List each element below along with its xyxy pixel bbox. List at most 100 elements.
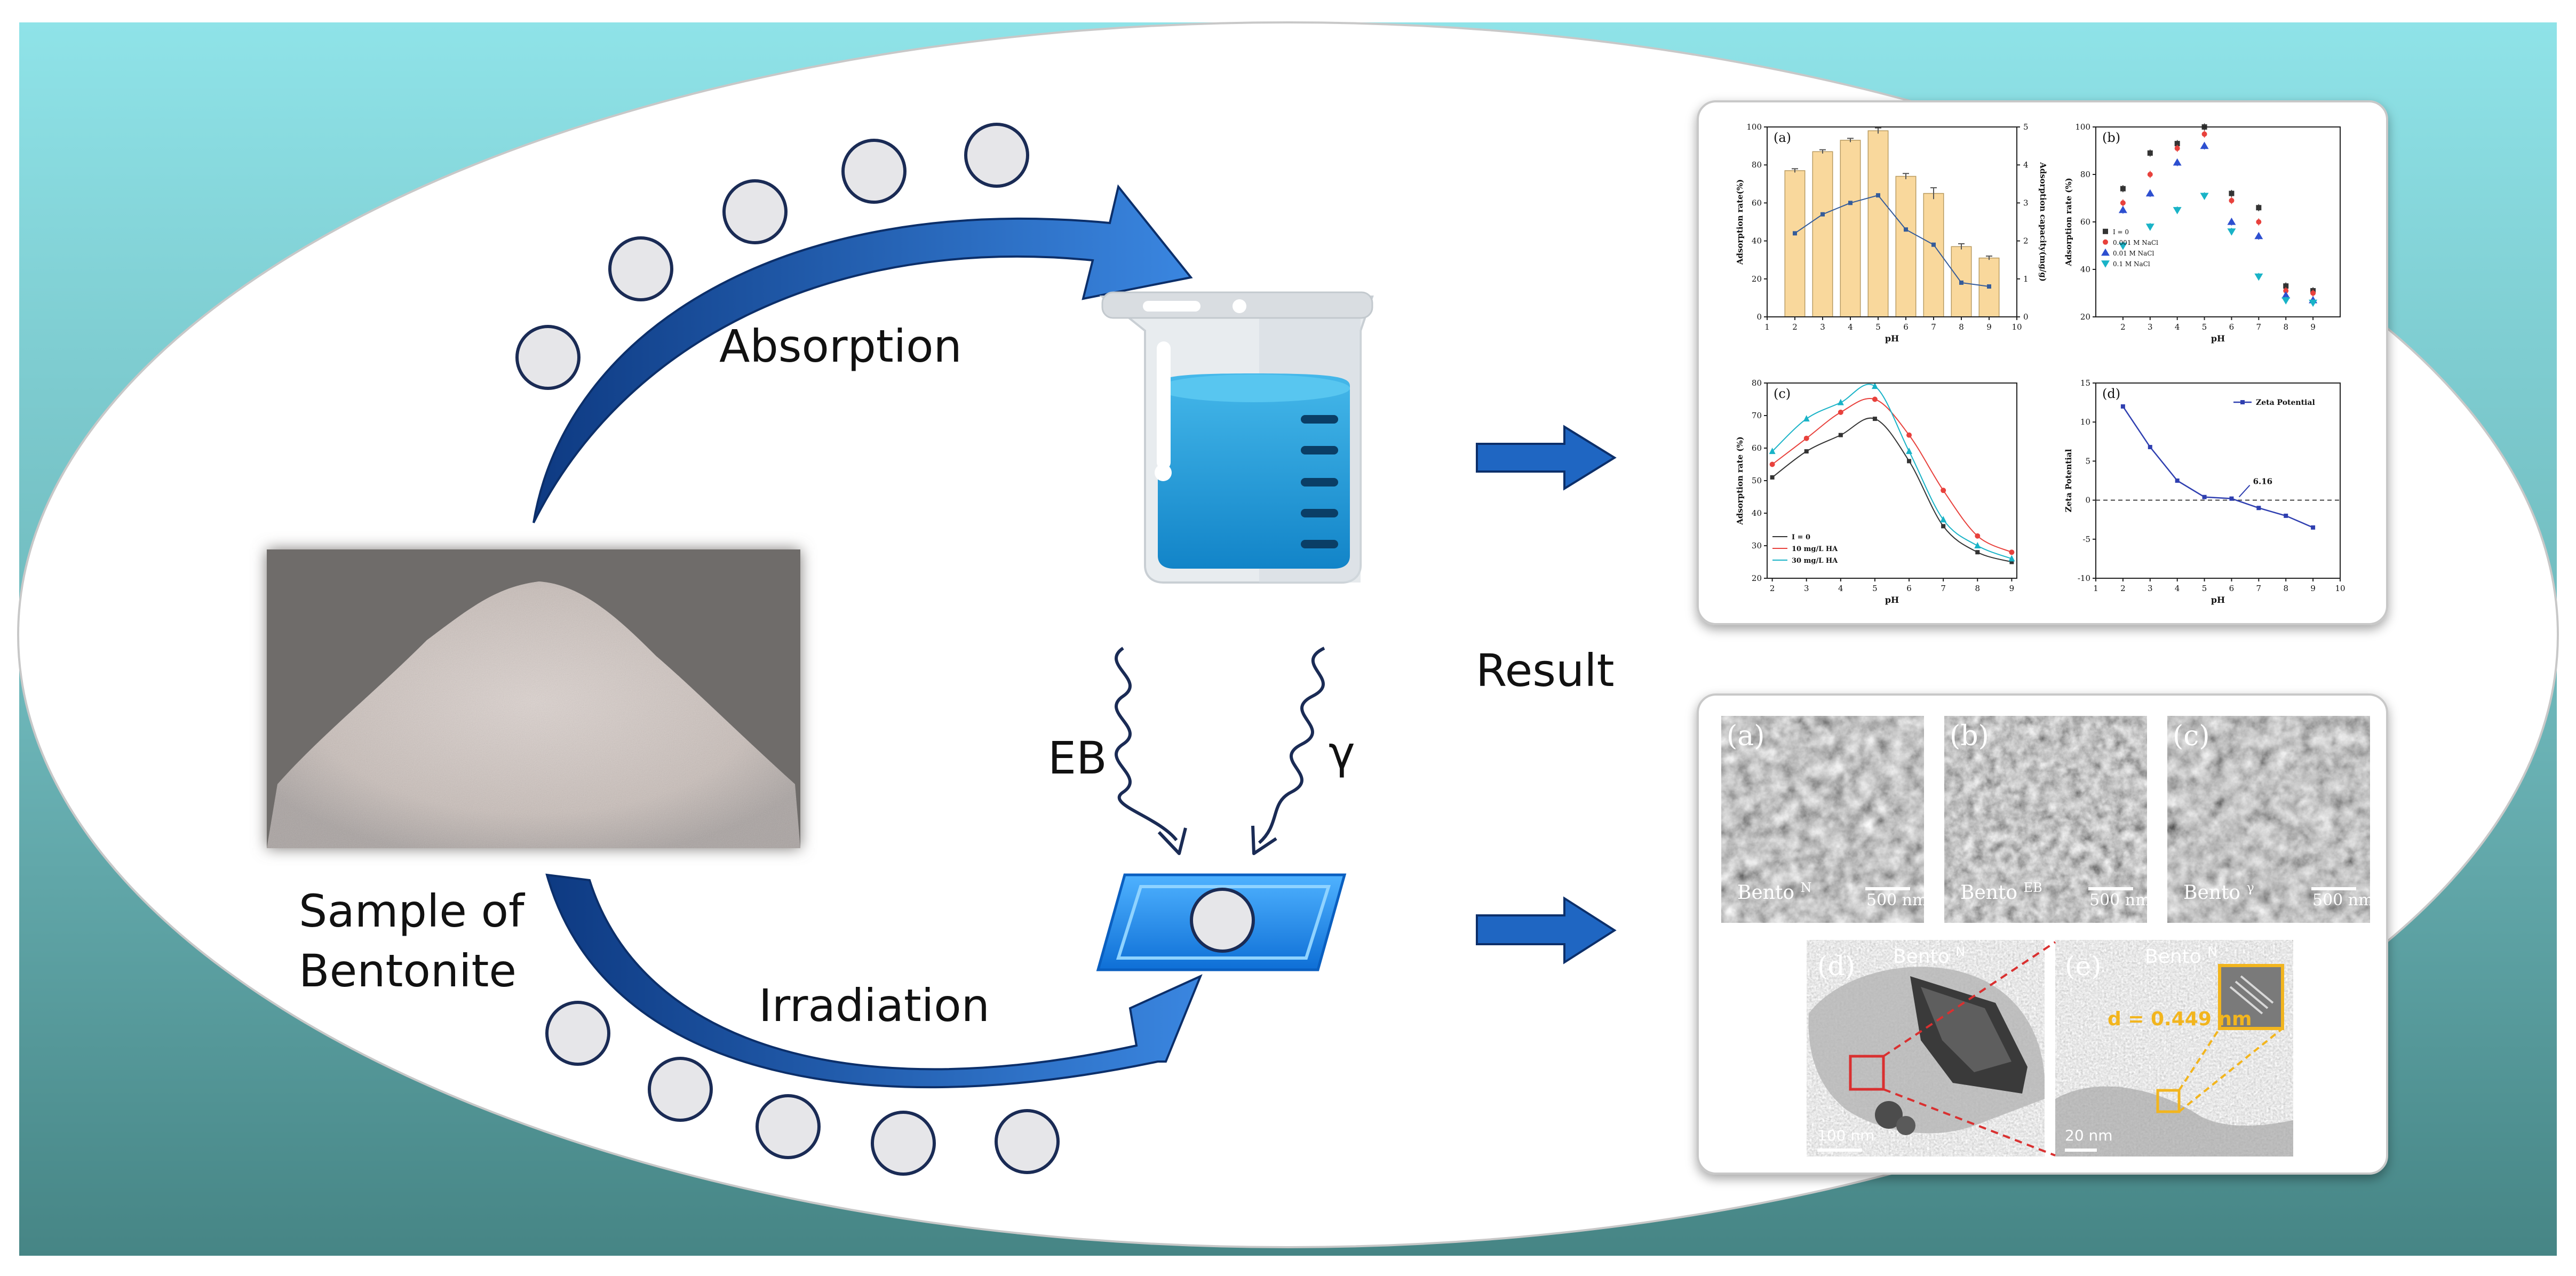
y-tick-label: 20 xyxy=(1752,573,1762,583)
series-line xyxy=(1772,398,2012,553)
y-tick-label: 60 xyxy=(1752,198,1762,208)
lattice-zoom-box xyxy=(2156,1089,2181,1113)
sem-c-scale-label: 500 nm xyxy=(2312,891,2374,910)
y-tick-label: 70 xyxy=(1752,411,1762,420)
x-tick-label: 9 xyxy=(2310,322,2316,332)
x-axis-label: pH xyxy=(2211,333,2225,344)
x-tick-label: 4 xyxy=(2175,322,2180,332)
legend-label: I = 0 xyxy=(2113,228,2129,236)
legend-label: 10 mg/L HA xyxy=(1792,545,1838,553)
data-point xyxy=(1769,461,1775,467)
data-point xyxy=(2254,273,2263,281)
data-point xyxy=(1876,193,1880,198)
gray-circle-icon xyxy=(964,123,1029,188)
top-bead-row xyxy=(515,123,1029,390)
x-tick-label: 6 xyxy=(1906,584,1912,593)
data-point xyxy=(1931,242,1936,247)
y2-tick-label: 4 xyxy=(2023,160,2029,170)
tem-e-sample-sup: N xyxy=(2207,944,2217,959)
x-tick-label: 6 xyxy=(1903,322,1909,332)
x-tick-label: 7 xyxy=(2256,584,2262,593)
plot-frame xyxy=(1767,382,2017,579)
data-point xyxy=(1906,432,1912,438)
y-tick-label: 60 xyxy=(1752,443,1762,453)
panel-label: (d) xyxy=(2102,386,2120,401)
bentonite-powder-photo xyxy=(267,549,800,848)
data-point xyxy=(2008,555,2015,562)
y-tick-label: 5 xyxy=(2085,456,2090,466)
x-tick-label: 2 xyxy=(2120,584,2126,593)
annotation-arrow xyxy=(2238,484,2251,498)
data-point xyxy=(1871,382,1878,389)
x-tick-label: 1 xyxy=(2093,584,2098,593)
data-point xyxy=(2145,189,2154,197)
data-point xyxy=(2227,228,2236,236)
capacity-line xyxy=(1794,195,1990,288)
data-point xyxy=(1804,449,1809,454)
data-point xyxy=(2227,218,2236,225)
gamma-beam xyxy=(1251,647,1325,855)
absorption-label: Absorption xyxy=(719,320,962,372)
data-point xyxy=(1975,550,1980,555)
panel-label: (b) xyxy=(2102,130,2120,145)
data-point xyxy=(2256,205,2262,211)
gray-circle-icon xyxy=(995,1109,1060,1174)
y-tick-label: 80 xyxy=(1752,160,1762,170)
panel-label: (c) xyxy=(1774,386,1791,401)
data-point xyxy=(2145,224,2154,231)
data-point xyxy=(1838,409,1843,415)
data-point xyxy=(1940,516,1947,523)
data-point xyxy=(1987,284,1991,289)
bar xyxy=(1784,170,1806,317)
x-tick-label: 2 xyxy=(1770,584,1775,593)
y-axis-label: Adsorption rate (%) xyxy=(2064,178,2073,267)
sem-a-sample-name: Bento xyxy=(1737,882,1795,904)
y-tick-label: 10 xyxy=(2080,417,2090,427)
data-point xyxy=(2200,193,2209,201)
zoom-line xyxy=(1883,1088,2056,1157)
bottom-bead-row xyxy=(545,1001,1060,1176)
irradiation-arrow-icon xyxy=(545,873,1203,1089)
y-axis-label: Adsorption rate (%) xyxy=(1735,436,1745,525)
plot-frame xyxy=(1767,126,2017,317)
y2-tick-label: 5 xyxy=(2023,122,2029,132)
data-point xyxy=(2309,299,2318,307)
sem-a-panel-label: (a) xyxy=(1727,720,1765,752)
data-point xyxy=(1907,459,1912,464)
sem-a-scale-label: 500 nm xyxy=(1866,891,1928,910)
gray-circle-icon xyxy=(1190,888,1255,953)
x-tick-label: 7 xyxy=(1941,584,1946,593)
x-tick-label: 8 xyxy=(2283,322,2288,332)
x-tick-label: 6 xyxy=(2229,584,2235,593)
y2-tick-label: 2 xyxy=(2023,236,2029,246)
legend-label: Zeta Potential xyxy=(2256,398,2315,407)
data-point xyxy=(1872,396,1878,402)
y-axis-label: Adsorption rate(%) xyxy=(1735,179,1745,265)
blue-arrow-icon xyxy=(1476,425,1617,491)
data-point xyxy=(2281,297,2291,305)
tem-d-scale-label: 100 nm xyxy=(1817,1127,1875,1144)
sample-label: Sample of Bentonite xyxy=(299,881,524,1001)
data-point xyxy=(1906,448,1913,454)
data-point xyxy=(2202,495,2207,499)
data-point xyxy=(1793,231,1797,236)
tem-e-sample-name: Bento xyxy=(2145,946,2201,968)
data-point xyxy=(2254,232,2263,240)
eb-label: EB xyxy=(1048,732,1107,784)
data-point xyxy=(1803,435,1809,441)
y-tick-label: 40 xyxy=(2080,265,2090,274)
data-point xyxy=(1872,417,1877,421)
tem-e-sample-label: Bento N xyxy=(2145,944,2217,968)
data-point xyxy=(1959,280,1963,285)
data-point xyxy=(2173,158,2182,166)
sem-b-scale-label: 500 nm xyxy=(2089,891,2151,910)
x-tick-label: 4 xyxy=(1838,584,1843,593)
irradiation-label: Irradiation xyxy=(759,979,990,1032)
data-point xyxy=(2175,478,2180,483)
x-tick-label: 3 xyxy=(2148,322,2153,332)
sample-holder-icon xyxy=(1096,873,1347,971)
tem-e-d-spacing: d = 0.449 nm xyxy=(2108,1008,2252,1030)
